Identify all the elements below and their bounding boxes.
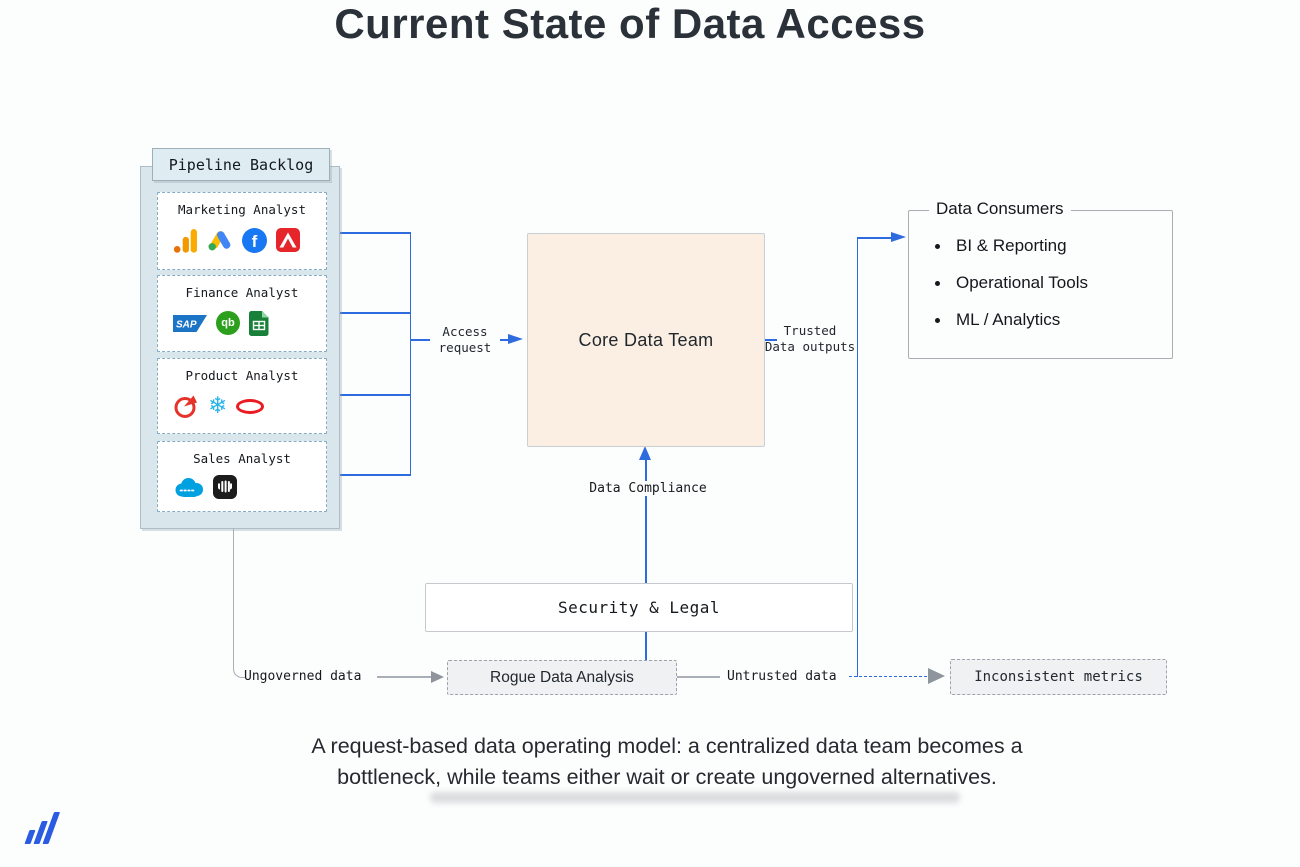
rogue-data-analysis-box: Rogue Data Analysis xyxy=(447,660,677,695)
compliance-line xyxy=(645,459,647,583)
marketing-icons: f xyxy=(173,225,300,255)
connector-bus-vertical xyxy=(409,232,411,476)
finance-icons: SAP qb xyxy=(173,308,269,338)
marketing-analyst-card: Marketing Analyst f xyxy=(157,192,327,270)
adobe-icon xyxy=(276,228,300,252)
consumers-arrow-line xyxy=(856,237,893,239)
inconsistent-metrics-box: Inconsistent metrics xyxy=(950,659,1167,695)
intercom-icon xyxy=(213,475,237,499)
ungoverned-line xyxy=(377,676,431,678)
caption: A request-based data operating model: a … xyxy=(234,731,1100,793)
access-request-label: Access request xyxy=(430,324,500,355)
connector-sales xyxy=(338,474,410,476)
connector-marketing xyxy=(338,232,410,234)
connector-finance xyxy=(338,312,410,314)
bullet-icon xyxy=(935,243,940,249)
finance-analyst-card: Finance Analyst SAP qb xyxy=(157,275,327,352)
salesforce-icon xyxy=(175,477,203,497)
caption-ghost-artifact xyxy=(430,792,960,803)
brand-logo-icon xyxy=(24,808,61,844)
consumer-item: ML / Analytics xyxy=(935,310,1060,330)
untrusted-data-label: Untrusted data xyxy=(727,669,837,684)
untrusted-dashed-line xyxy=(849,675,927,677)
security-to-rogue-line xyxy=(645,630,647,660)
gauge-icon xyxy=(174,395,197,418)
pipeline-backlog-title: Pipeline Backlog xyxy=(152,148,330,181)
trusted-output-vertical xyxy=(856,237,858,677)
caption-line-1: A request-based data operating model: a … xyxy=(311,734,1023,758)
svg-text:SAP: SAP xyxy=(176,319,197,330)
quickbooks-icon: qb xyxy=(216,311,240,335)
data-compliance-label: Data Compliance xyxy=(586,481,710,496)
card-label: Product Analyst xyxy=(185,368,299,383)
untrusted-line xyxy=(675,676,720,678)
oracle-icon xyxy=(236,398,265,414)
caption-line-2: bottleneck, while teams either wait or c… xyxy=(337,765,997,789)
card-label: Marketing Analyst xyxy=(178,202,306,217)
google-analytics-icon xyxy=(173,228,197,253)
trusted-output-stub xyxy=(763,339,777,341)
core-data-team-box: Core Data Team xyxy=(527,233,765,447)
ungoverned-connector xyxy=(232,527,246,678)
google-ads-icon xyxy=(208,231,231,251)
product-analyst-card: Product Analyst ❄ xyxy=(157,358,327,434)
card-label: Finance Analyst xyxy=(185,285,299,300)
consumer-item: BI & Reporting xyxy=(935,236,1067,256)
security-legal-box: Security & Legal xyxy=(425,583,853,632)
facebook-icon: f xyxy=(242,227,267,253)
data-consumers-title: Data Consumers xyxy=(929,199,1071,219)
data-consumers-box: Data Consumers BI & Reporting Operationa… xyxy=(908,199,1173,359)
connector-product xyxy=(338,394,410,396)
bullet-icon xyxy=(935,280,940,286)
card-label: Sales Analyst xyxy=(193,451,291,466)
trusted-outputs-label: Trusted Data outputs xyxy=(764,323,856,354)
snowflake-icon: ❄ xyxy=(208,393,228,419)
sap-icon: SAP xyxy=(173,314,207,332)
sales-icons xyxy=(173,472,237,502)
product-icons: ❄ xyxy=(173,391,265,421)
compliance-arrowhead xyxy=(639,446,651,460)
google-sheets-icon xyxy=(249,310,269,336)
access-request-arrowhead xyxy=(508,334,523,344)
consumers-arrowhead xyxy=(891,232,906,242)
page-title: Current State of Data Access xyxy=(334,0,926,47)
inconsistent-arrowhead xyxy=(928,668,945,684)
ungoverned-data-label: Ungoverned data xyxy=(244,669,362,684)
bullet-icon xyxy=(935,317,940,323)
sales-analyst-card: Sales Analyst xyxy=(157,441,327,512)
consumer-item: Operational Tools xyxy=(935,273,1088,293)
ungoverned-arrowhead xyxy=(431,670,444,683)
